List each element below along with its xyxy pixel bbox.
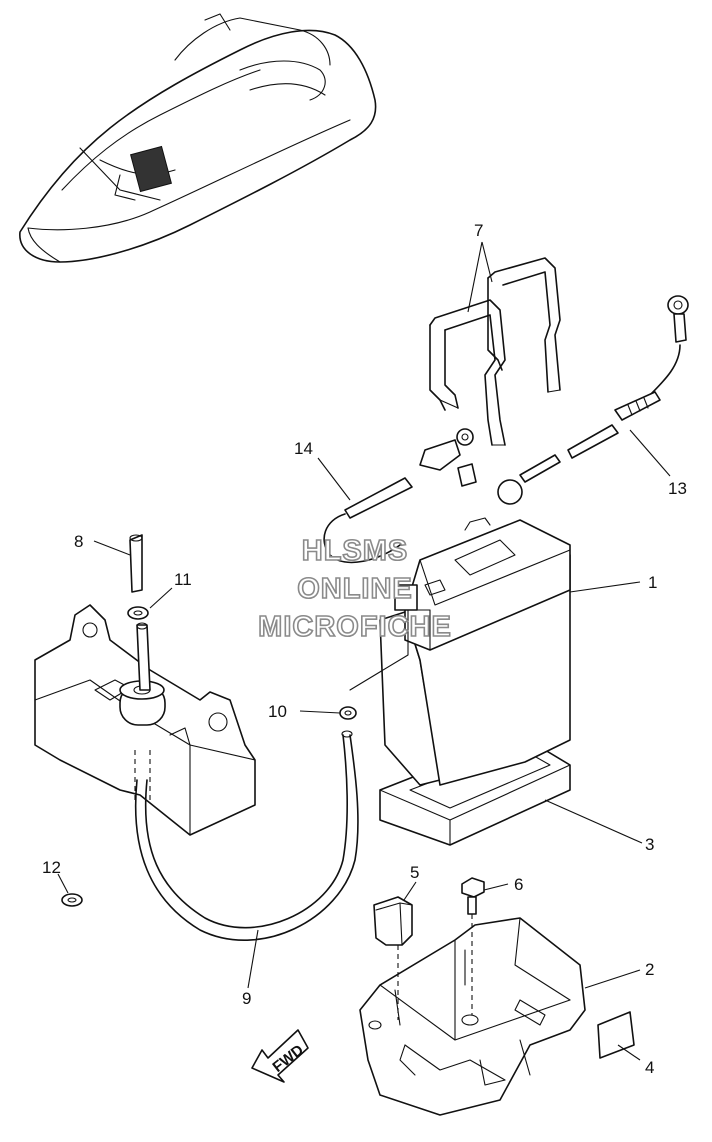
- callout-14: 14: [294, 439, 313, 458]
- callout-4: 4: [645, 1058, 654, 1077]
- leader-lines: [57, 241, 671, 1061]
- fwd-arrow-icon: FWD: [251, 1029, 309, 1083]
- callout-7: 7: [474, 221, 483, 240]
- callout-2: 2: [645, 960, 654, 979]
- callout-3: 3: [645, 835, 654, 854]
- clip: [373, 896, 413, 1020]
- negative-lead: [323, 428, 477, 564]
- callout-10: 10: [268, 702, 287, 721]
- callout-11: 11: [174, 570, 192, 589]
- vent-tube: [134, 622, 359, 941]
- battery-holder: [34, 604, 256, 836]
- hose-clamp: [61, 606, 357, 907]
- watermark-line-3: MICROFICHE: [258, 611, 452, 643]
- callout-5: 5: [410, 863, 419, 882]
- callout-8: 8: [74, 532, 83, 551]
- battery-band: [429, 257, 561, 446]
- watermark: HLSMS ONLINE MICROFICHE: [257, 534, 452, 644]
- callout-9: 9: [242, 989, 251, 1008]
- callout-12: 12: [42, 858, 61, 877]
- callouts: 1 2 3 4 5 6 7 8 9 10 11 12 13 14: [42, 221, 687, 1077]
- watermark-line-2: ONLINE: [297, 573, 413, 605]
- pad: [597, 1011, 635, 1059]
- bolt: [461, 877, 485, 1015]
- watercraft-overview: [19, 13, 377, 263]
- callout-1: 1: [648, 573, 657, 592]
- positive-lead: [497, 295, 689, 505]
- battery-box: [359, 917, 586, 1116]
- watermark-line-1: HLSMS: [302, 535, 409, 567]
- breather-pipe: [129, 534, 143, 593]
- battery: [349, 517, 571, 786]
- callout-13: 13: [668, 479, 687, 498]
- callout-6: 6: [514, 875, 523, 894]
